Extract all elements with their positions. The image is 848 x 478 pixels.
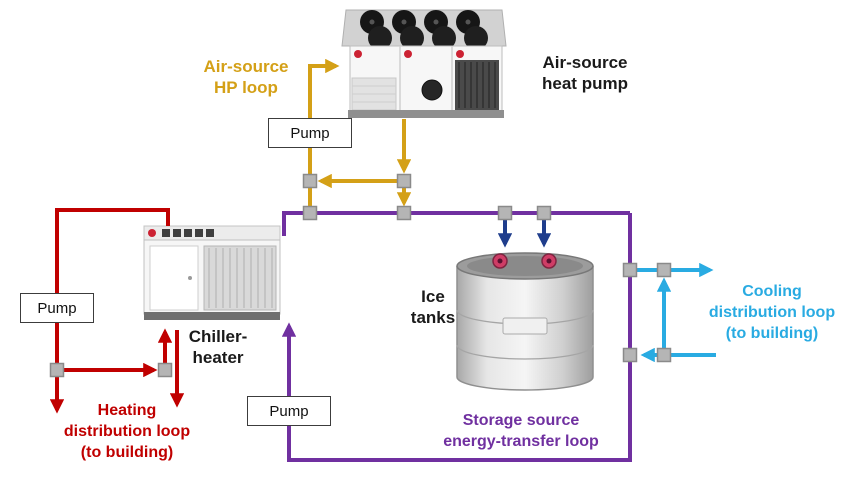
label-line: energy-transfer loop [443, 433, 599, 450]
ice-charge-pipes [497, 220, 552, 248]
label-line: tanks [410, 308, 456, 327]
label-line: heater [192, 348, 244, 367]
storage-loop-pump-box: Pump [247, 396, 331, 426]
junction-node [302, 173, 318, 189]
storage-loop-label: Storage source energy-transfer loop [426, 410, 616, 452]
label-line: Air-source [203, 57, 289, 76]
junction-node [656, 262, 672, 278]
heating-loop-pump-box: Pump [20, 293, 94, 323]
pump-label: Pump [269, 402, 309, 420]
junction-node [622, 262, 638, 278]
pump-label: Pump [37, 299, 77, 317]
label-line: HP loop [214, 78, 278, 97]
label-line: Ice [421, 287, 445, 306]
junction-node [497, 205, 513, 221]
junction-node [302, 205, 318, 221]
ice-tanks-label: Ice tanks [404, 286, 462, 328]
junction-node [396, 173, 412, 189]
junction-node [656, 347, 672, 363]
air-source-hp-loop-label: Air-source HP loop [189, 56, 303, 98]
junction-node [536, 205, 552, 221]
label-line: Storage source [462, 412, 580, 429]
junction-node [396, 205, 412, 221]
heating-loop-pipes [49, 208, 185, 414]
label-line: Chiller- [188, 327, 248, 346]
label-line: (to building) [80, 444, 174, 461]
label-line: Heating [97, 402, 157, 419]
cooling-distribution-label: Cooling distribution loop (to building) [702, 281, 842, 344]
label-line: distribution loop [63, 423, 191, 440]
junction-nodes [49, 173, 672, 378]
label-line: Cooling [742, 283, 802, 300]
storage-loop-pipes [281, 211, 632, 462]
chiller-heater-image [143, 225, 281, 320]
junction-node [49, 362, 65, 378]
air-source-heat-pump-label: Air-source heat pump [524, 52, 646, 94]
ice-tanks-image [456, 252, 594, 391]
heating-distribution-label: Heating distribution loop (to building) [51, 400, 203, 463]
chiller-heater-label: Chiller- heater [168, 326, 268, 368]
label-line: (to building) [725, 325, 819, 342]
label-line: heat pump [542, 74, 628, 93]
air-source-heat-pump-image [341, 9, 507, 118]
cooling-loop-pipes [637, 262, 716, 363]
heat-pump-fans-icon [360, 10, 488, 50]
junction-node [622, 347, 638, 363]
pump-label: Pump [290, 124, 330, 142]
label-line: distribution loop [708, 304, 836, 321]
label-line: Air-source [542, 53, 628, 72]
hp-loop-pump-box: Pump [268, 118, 352, 148]
junction-node [157, 362, 173, 378]
